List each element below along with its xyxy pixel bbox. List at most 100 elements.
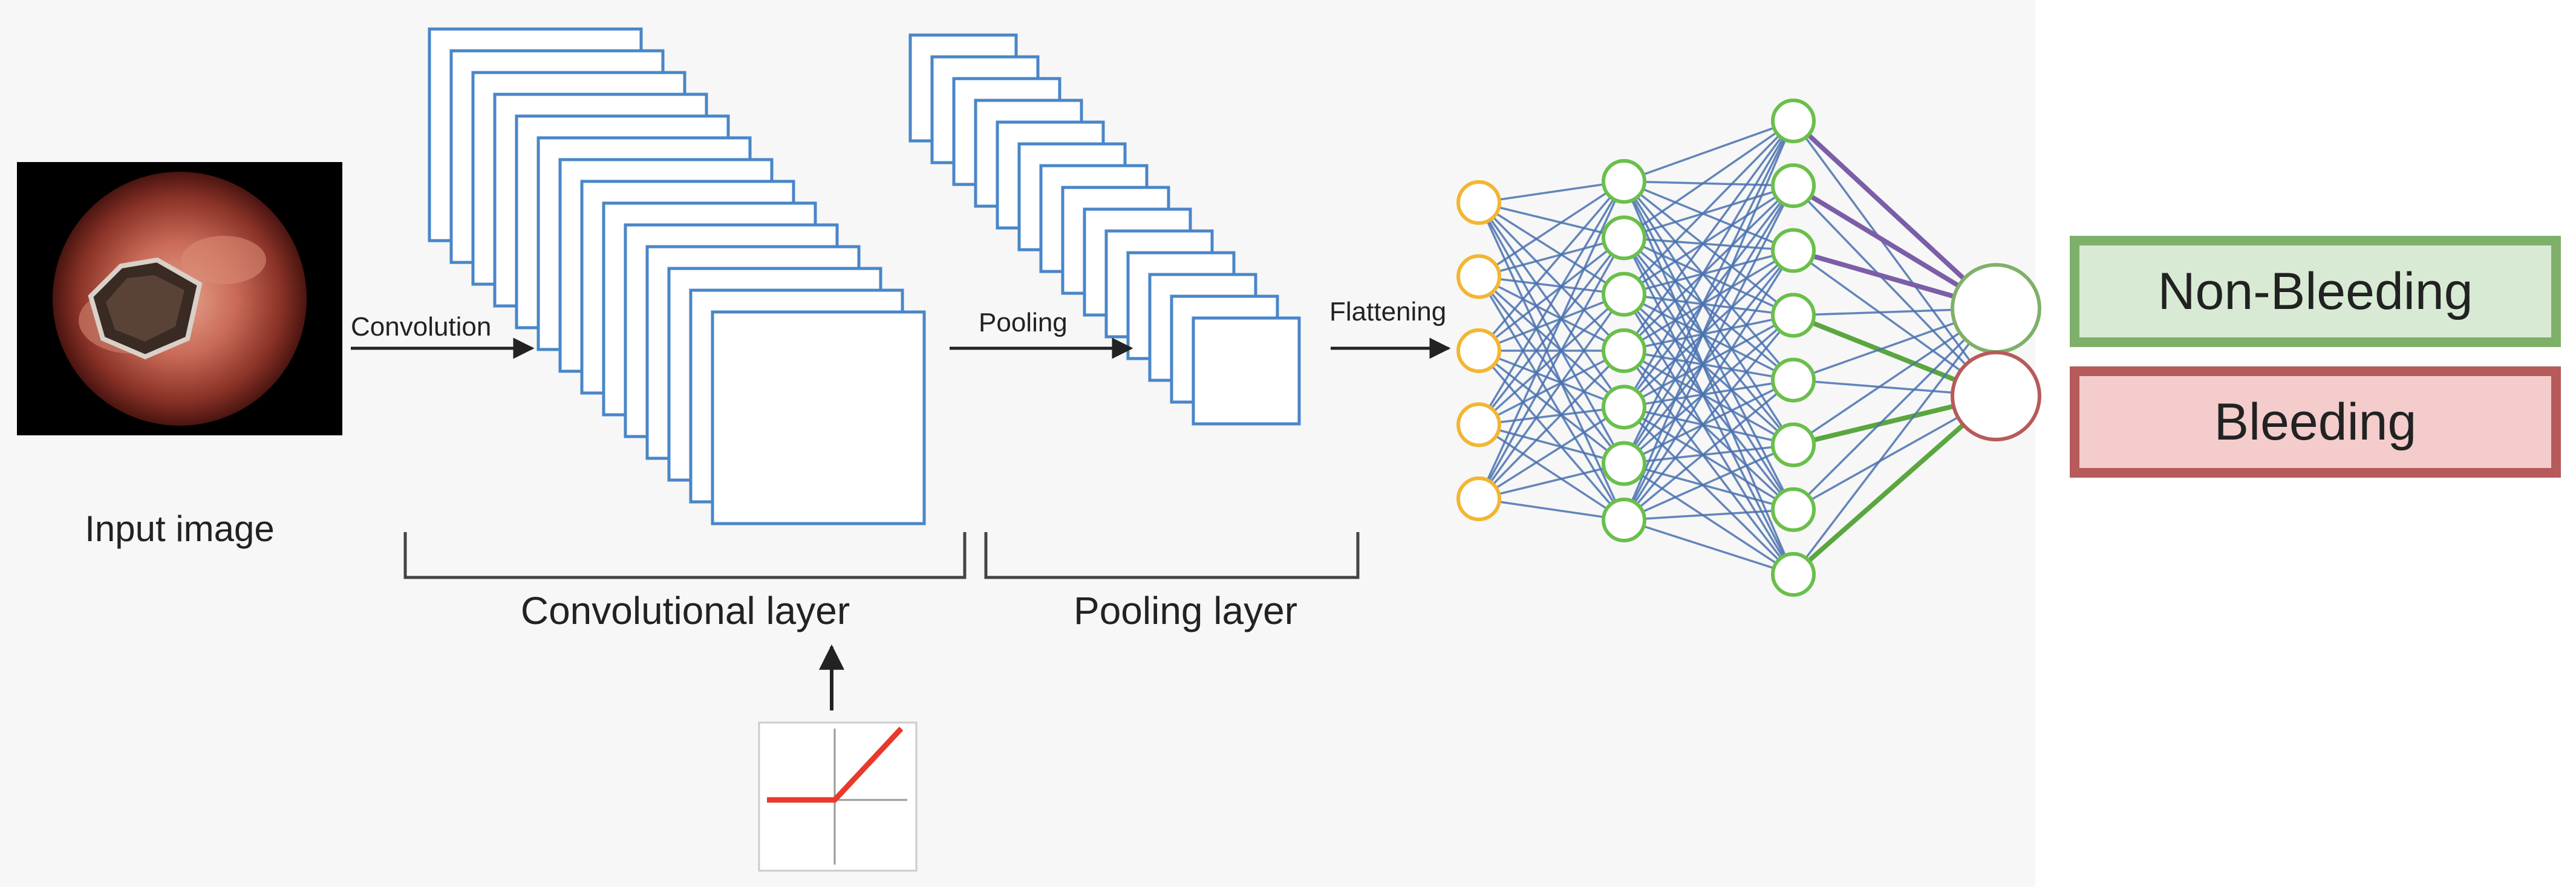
network-edge [1478,349,1625,521]
network-edge [1478,293,1625,500]
flattening-label: Flattening [1329,297,1446,327]
network-edge [1623,379,1794,409]
relu-activation-plot [758,721,918,872]
network-edge [1623,406,1794,511]
network-edge [1478,180,1625,204]
input-node [1456,180,1501,225]
hidden-node [1771,487,1816,532]
network-edge [1623,293,1795,575]
input-node [1456,402,1501,447]
network-edge [1623,180,1795,381]
network-edge [1623,120,1795,464]
network-edge [1623,185,1795,464]
network-edge [1623,406,1794,446]
network-edge [1623,462,1794,511]
network-edge [1478,201,1625,352]
network-edge [1478,349,1625,465]
network-edge [1623,250,1795,408]
network-edge [1623,184,1795,352]
network-edge [1478,275,1625,296]
hidden-node [1771,163,1816,209]
network-edge [1623,293,1794,317]
network-edge [1478,423,1625,465]
network-edge [1478,462,1625,500]
pooling-layer-label: Pooling layer [1074,589,1297,632]
network-edge [1623,379,1794,465]
network-edge [1792,119,1998,310]
pooling-feature-maps [908,33,1301,426]
hidden-node [1771,293,1816,338]
network-edge [1478,236,1625,278]
input-image [17,162,342,435]
hidden-node [1602,215,1646,261]
network-edge [1623,120,1794,183]
network-edge [1623,120,1795,295]
convolutional-feature-maps [428,27,926,525]
output-node-non-bleeding [1951,263,2041,354]
network-edge [1623,180,1795,316]
network-edge [1623,185,1795,521]
network-edge [1623,314,1795,521]
network-edge [1623,443,1794,465]
network-edge [1623,236,1795,381]
bleeding-output-box: Bleeding [2070,366,2561,478]
network-edge [1623,237,1795,575]
network-edge [1623,120,1795,352]
network-edge [1623,519,1794,576]
network-edge [1623,249,1794,296]
network-edge [1623,184,1794,296]
network-edge [1478,349,1625,500]
network-edge [1792,120,1997,397]
network-edge [1623,120,1795,408]
network-edge [1623,293,1794,382]
convolution-label: Convolution [351,312,491,342]
pooling-label: Pooling [979,308,1068,337]
network-edge [1623,349,1794,382]
network-edge [1623,379,1795,521]
network-edge [1623,236,1794,252]
network-edge [1623,349,1795,511]
network-edge [1478,201,1625,296]
network-edge [1623,406,1795,576]
network-edge [1623,181,1795,446]
network-edge [1623,120,1794,239]
network-edge [1792,307,1997,511]
network-edge [1623,120,1795,521]
network-edge [1623,181,1795,575]
non-bleeding-label: Non-Bleeding [2157,262,2473,320]
network-edge [1623,180,1794,252]
hidden-node [1771,228,1816,273]
network-edge [1623,314,1794,408]
network-edge [1478,406,1625,500]
network-edge [1623,236,1794,317]
network-edge [1623,314,1795,464]
input-node [1456,476,1501,521]
relu-curve [767,726,904,803]
hidden-node [1602,385,1646,430]
network-edge [1623,181,1795,510]
network-connections [1478,119,1998,577]
network-edge [1623,185,1795,408]
network-edge [1478,236,1625,352]
pooling-layer-bracket [984,532,1360,579]
network-edge [1792,184,1997,397]
network-edge [1478,181,1625,426]
network-edge [1478,349,1625,408]
bleeding-label: Bleeding [2214,392,2417,451]
network-edge [1478,202,1625,521]
network-edge [1478,180,1625,278]
network-edge [1623,249,1794,352]
network-edge [1623,237,1795,510]
hidden-node [1602,328,1646,373]
network-edge [1623,237,1795,446]
convolutional-layer-label: Convolutional layer [521,589,850,632]
input-node [1456,328,1501,373]
hidden-node [1602,159,1646,204]
hidden-node [1602,271,1646,317]
output-node-bleeding [1951,351,2041,441]
non-bleeding-output-box: Non-Bleeding [2070,236,2561,347]
network-edge [1623,293,1795,446]
network-edge [1478,293,1625,426]
network-edge [1623,314,1794,352]
